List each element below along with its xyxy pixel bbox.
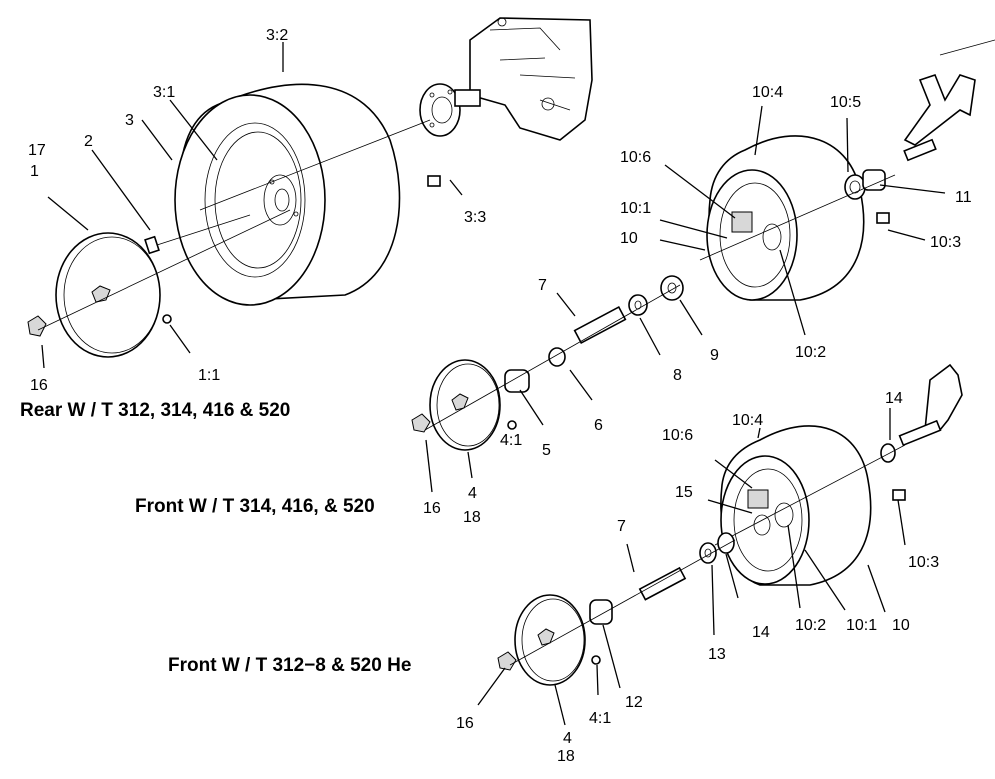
front-washer-13	[699, 542, 717, 564]
callout: 18	[463, 509, 481, 526]
callout: 10:3	[930, 234, 961, 251]
callout: 11	[955, 189, 972, 206]
callouts-front-a: 10:4 10:5 10:6 11 10:1 10 10:3 10:2 7 8 …	[423, 84, 972, 526]
callout: 16	[456, 715, 474, 732]
caption-rear: Rear W / T 312, 314, 416 & 520	[20, 400, 290, 421]
callout: 18	[557, 748, 575, 765]
front-spacer-7-b	[638, 566, 687, 601]
leader-lines	[41, 42, 946, 726]
callout: 15	[675, 484, 693, 501]
front-axle-spindle-a	[903, 39, 995, 162]
callout: 9	[710, 347, 719, 364]
front-lug-b	[892, 489, 906, 501]
callout: 10:2	[795, 344, 826, 361]
callout: 10:4	[732, 412, 763, 429]
front-washer-9	[660, 275, 684, 301]
callout: 7	[538, 277, 547, 294]
callouts-front-b: 10:4 14 10:6 15 10:3 7 14 13 10:2 10:1 1…	[456, 390, 939, 765]
rear-hub-cap	[55, 232, 161, 358]
callout: 1	[30, 163, 39, 180]
front-washer-14-top	[880, 443, 896, 463]
callout: 10:4	[752, 84, 783, 101]
callout: 7	[617, 518, 626, 535]
callout: 14	[885, 390, 903, 407]
caption-front-a: Front W / T 314, 416, & 520	[135, 496, 375, 517]
front-tire-a	[706, 135, 865, 301]
rear-retainer-clip	[27, 315, 47, 337]
front-clip-16-b	[497, 651, 517, 671]
rear-valve-stem	[144, 235, 160, 255]
callout: 2	[84, 133, 93, 150]
front-bushing-a	[862, 169, 886, 191]
callout: 3	[125, 112, 134, 129]
callout: 13	[708, 646, 726, 663]
callout: 10:3	[908, 554, 939, 571]
front-bushing-12	[589, 599, 613, 625]
callout: 16	[30, 377, 48, 394]
rear-lug-bolt	[427, 175, 441, 187]
caption-front-b: Front W / T 312−8 & 520 He	[168, 655, 411, 676]
front-spacer-7	[573, 306, 627, 344]
callout: 10:1	[620, 200, 651, 217]
callout: 6	[594, 417, 603, 434]
callout: 16	[423, 500, 441, 517]
callout: 4	[468, 485, 477, 502]
callout: 10:2	[795, 617, 826, 634]
callout: 8	[673, 367, 682, 384]
front-axle-spindle-b	[898, 363, 963, 447]
rear-small-screw	[162, 314, 172, 324]
callout: 4:1	[589, 710, 611, 727]
front-lug-a	[876, 212, 890, 224]
front-clip-16-a	[411, 413, 431, 433]
callouts-rear: 3:2 3:1 3 17 1 2 3:3 16 1:1	[28, 27, 486, 394]
callout: 12	[625, 694, 643, 711]
callout: 5	[542, 442, 551, 459]
callout: 10:5	[830, 94, 861, 111]
front-screw-4-1-a	[507, 420, 517, 430]
callout: 14	[752, 624, 770, 641]
callout: 10:6	[662, 427, 693, 444]
callout: 4:1	[500, 432, 522, 449]
front-tire-b	[720, 425, 872, 586]
callout: 10	[892, 617, 910, 634]
callout: 3:1	[153, 84, 175, 101]
callout: 10:6	[620, 149, 651, 166]
callout: 10	[620, 230, 638, 247]
front-nut-6	[548, 347, 566, 367]
front-bushing-5	[504, 369, 530, 393]
callout: 3:2	[266, 27, 288, 44]
callout: 10:1	[846, 617, 877, 634]
callout: 17	[28, 142, 46, 159]
front-screw-4-1-b	[591, 655, 601, 665]
front-washer-14-b	[717, 532, 735, 554]
front-hub-cap-b	[514, 594, 586, 686]
transaxle-housing	[469, 17, 593, 141]
callout: 3:3	[464, 209, 486, 226]
front-washer-8	[628, 294, 648, 316]
callout: 4	[563, 730, 572, 747]
wheel-hub-flange	[419, 83, 481, 137]
front-hub-cap-a	[429, 359, 501, 451]
callout: 1:1	[198, 367, 220, 384]
rear-tire	[174, 83, 401, 306]
